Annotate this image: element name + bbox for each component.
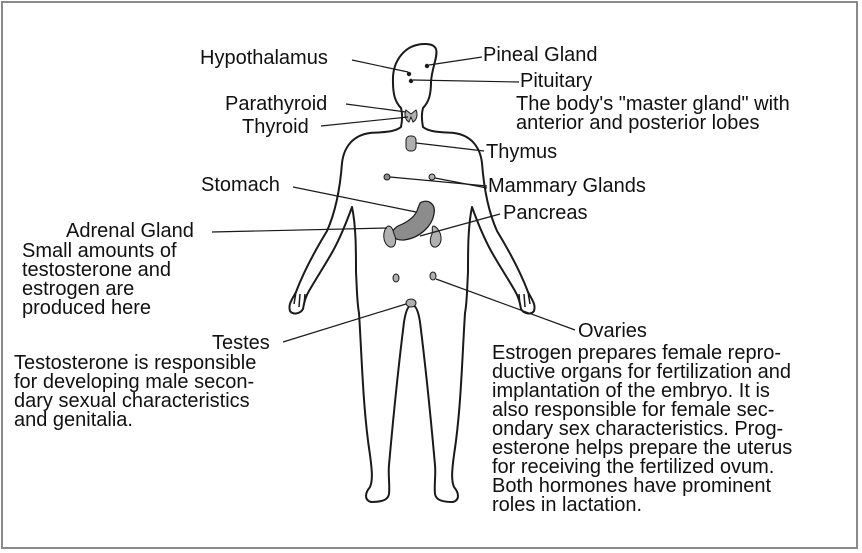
leader-pituitary xyxy=(413,80,519,82)
testes-shape xyxy=(406,299,416,307)
leader-parathyroid xyxy=(346,104,406,112)
leader-ovaries xyxy=(436,279,575,330)
adrenal-right xyxy=(430,226,441,247)
label-thyroid: Thyroid xyxy=(242,117,309,137)
pituitary-dot xyxy=(409,79,413,83)
label-adrenal-gland: Adrenal Gland xyxy=(66,221,194,241)
leader-mammary-right xyxy=(435,178,487,188)
leader-thyroid xyxy=(321,117,408,126)
thyroid-shape xyxy=(405,110,417,122)
left-hand-fingers xyxy=(294,292,305,307)
label-pancreas: Pancreas xyxy=(503,203,588,223)
label-mammary-glands: Mammary Glands xyxy=(488,176,646,196)
label-hypothalamus: Hypothalamus xyxy=(200,48,328,68)
note-pituitary: The body's "master gland" with anterior … xyxy=(516,95,790,133)
note-ovaries: Estrogen prepares female repro- ductive … xyxy=(492,344,792,515)
note-adrenal: Small amounts of testosterone and estrog… xyxy=(22,242,177,318)
label-thymus: Thymus xyxy=(486,142,557,162)
pineal-dot xyxy=(425,64,429,68)
ovary-left xyxy=(393,274,399,282)
label-pineal-gland: Pineal Gland xyxy=(483,45,598,65)
label-pituitary: Pituitary xyxy=(520,71,592,91)
thymus-shape xyxy=(406,136,416,151)
label-testes: Testes xyxy=(212,333,270,353)
leader-adrenal xyxy=(212,228,387,232)
mammary-left xyxy=(384,174,390,180)
leader-stomach xyxy=(293,187,416,212)
leader-hypothalamus xyxy=(352,60,408,72)
mammary-right xyxy=(429,174,435,180)
label-stomach: Stomach xyxy=(201,175,280,195)
right-hand-fingers xyxy=(519,292,530,307)
ovary-right xyxy=(430,272,436,280)
label-parathyroid: Parathyroid xyxy=(225,94,327,114)
note-testes: Testosterone is responsible for developi… xyxy=(14,354,256,430)
label-ovaries: Ovaries xyxy=(578,321,647,341)
leader-pineal xyxy=(429,57,482,65)
